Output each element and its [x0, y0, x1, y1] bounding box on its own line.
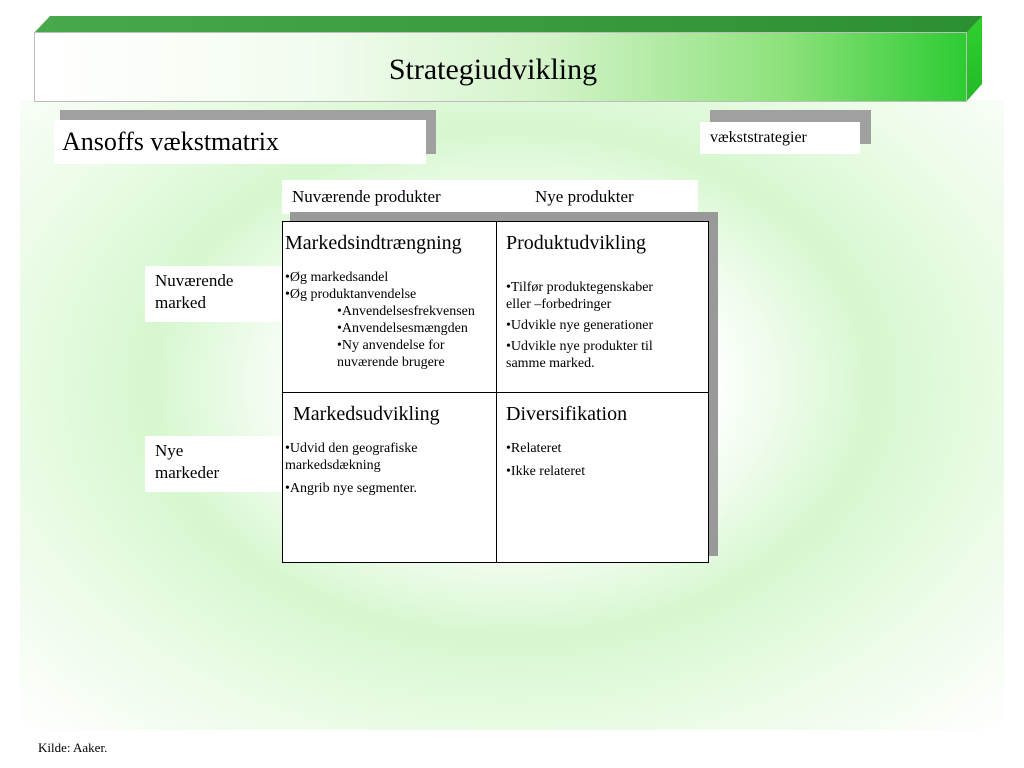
strategies-tag: vækststrategier	[700, 122, 860, 154]
banner-side-bevel	[966, 16, 982, 102]
banner-top-bevel	[34, 16, 982, 33]
cell-title-product-development: Produktudvikling	[506, 232, 647, 254]
list-item: •Ny anvendelse for nuværende brugere	[337, 338, 445, 370]
source-note: Kilde: Aaker.	[38, 740, 108, 755]
ansoff-matrix: Markedsindtrængning •Øg markedsandel •Øg…	[282, 221, 709, 563]
list-item: •Udvid den geografiske markedsdækning	[285, 441, 418, 473]
cell-diversification: Diversifikation •Relateret •Ikke relater…	[506, 402, 696, 480]
row-label-current-market-text: Nuværende marked	[155, 271, 234, 312]
list-item: •Udvikle nye generationer	[506, 318, 654, 333]
title-banner	[34, 32, 967, 102]
cell-list-market-development: •Udvid den geografiske markedsdækning •A…	[285, 440, 465, 497]
list-item: •Øg produktanvendelse	[285, 287, 417, 302]
cell-list-diversification: •Relateret •Ikke relateret	[506, 440, 696, 480]
list-item: •Anvendelsesfrekvensen	[337, 304, 475, 319]
list-item: •Ikke relateret	[506, 464, 586, 479]
column-headers: Nuværende produkter Nye produkter	[282, 180, 698, 214]
list-item: •Angrib nye segmenter.	[285, 481, 418, 496]
column-header-current-products: Nuværende produkter	[292, 187, 441, 206]
row-label-new-markets-text: Nye markeder	[155, 441, 220, 482]
row-label-current-market: Nuværende marked	[145, 266, 283, 322]
row-label-new-markets: Nye markeder	[145, 436, 283, 492]
list-item: •Tilfør produktegenskaber eller –forbedr…	[506, 280, 654, 312]
list-item: •Udvikle nye produkter til samme marked.	[506, 339, 653, 371]
cell-market-penetration: Markedsindtrængning •Øg markedsandel •Øg…	[285, 231, 495, 371]
cell-title-market-development: Markedsudvikling	[293, 403, 440, 425]
subtitle: Ansoffs vækstmatrix	[54, 120, 426, 164]
cell-product-development: Produktudvikling •Tilfør produktegenskab…	[506, 231, 706, 372]
column-header-new-products: Nye produkter	[535, 187, 634, 206]
cell-title-diversification: Diversifikation	[506, 403, 628, 425]
list-item: •Øg markedsandel	[285, 270, 389, 285]
cell-title-market-penetration: Markedsindtrængning	[285, 232, 462, 254]
cell-list-product-development: •Tilfør produktegenskaber eller –forbedr…	[506, 279, 678, 372]
cell-list-market-penetration: •Øg markedsandel •Øg produktanvendelse •…	[285, 269, 495, 371]
matrix-horizontal-divider	[283, 392, 708, 393]
list-item: •Anvendelsesmængden	[337, 321, 468, 336]
list-item: •Relateret	[506, 441, 562, 456]
page-title: Strategiudvikling	[388, 53, 598, 86]
cell-market-development: Markedsudvikling •Udvid den geografiske …	[285, 402, 490, 497]
